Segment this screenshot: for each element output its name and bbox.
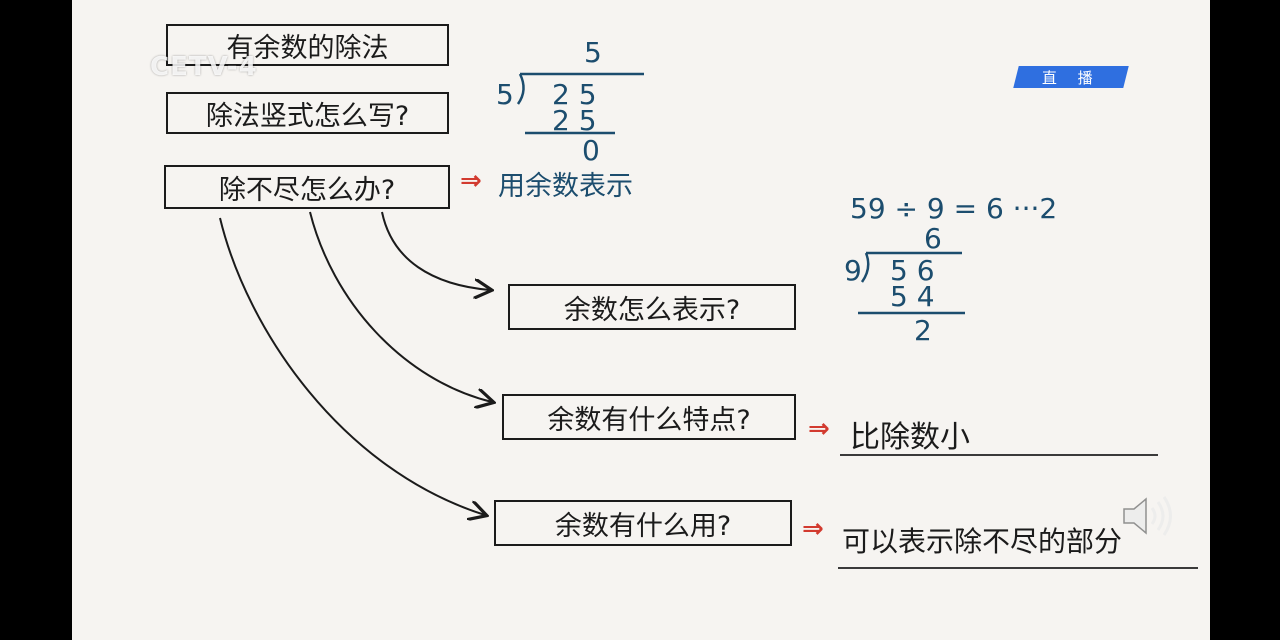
example2-remainder: 2 — [914, 314, 932, 347]
answer-underline-3 — [838, 567, 1198, 569]
example1-divisor: 5 — [496, 78, 514, 111]
example2-divisor: 9 — [844, 254, 862, 287]
question-text-how-express: 余数怎么表示? — [563, 294, 741, 326]
example1-dividend: 2 5 — [552, 78, 597, 111]
red-arrow-1: ⇒ — [460, 166, 482, 196]
channel-logo: CETV-4 — [150, 52, 258, 82]
example2-dividend: 5 6 — [890, 254, 935, 287]
question-text-feature: 余数有什么特点? — [547, 404, 751, 436]
example2-quotient: 6 — [924, 222, 942, 255]
question-box-usage: 余数有什么用? — [494, 500, 792, 546]
title-text: 有余数的除法 — [226, 32, 389, 64]
red-arrow-3: ⇒ — [802, 514, 824, 544]
example1-product: 2 5 — [552, 104, 597, 137]
board-drawings — [219, 72, 965, 640]
red-arrow-2: ⇒ — [808, 414, 830, 444]
speaker-icon-graphic — [1123, 496, 1172, 536]
example2-equation: 59 ÷ 9 = 6 ···2 — [850, 192, 1058, 225]
live-badge-text: 直 播 — [1041, 68, 1101, 87]
answer-smaller-than-divisor: 比除数小 — [850, 420, 970, 455]
answer-express-remainder-part: 可以表示除不尽的部分 — [842, 525, 1123, 558]
division-bracket-2 — [860, 252, 870, 283]
question-box-vertical: 除法竖式怎么写? — [166, 92, 449, 134]
question-box-how-express: 余数怎么表示? — [508, 284, 796, 330]
example1-remainder: 0 — [582, 134, 600, 167]
division-bracket-1 — [516, 73, 525, 105]
answer-underline-2 — [840, 454, 1158, 456]
question-text-vertical: 除法竖式怎么写? — [205, 100, 410, 132]
curve-arrow-3 — [219, 217, 485, 515]
question-box-indivisible: 除不尽怎么办? — [164, 165, 450, 209]
example2-product: 5 4 — [890, 280, 935, 313]
curve-arrow-1 — [381, 211, 490, 290]
question-text-usage: 余数有什么用? — [554, 510, 732, 542]
curve-arrow-2 — [309, 211, 492, 402]
question-text-indivisible: 除不尽怎么办? — [218, 174, 396, 206]
example1-quotient: 5 — [584, 36, 602, 69]
live-badge: 直 播 — [1013, 66, 1129, 88]
title-box: 有余数的除法 — [166, 24, 449, 66]
answer-use-remainder: 用余数表示 — [498, 171, 633, 202]
question-box-feature: 余数有什么特点? — [502, 394, 796, 440]
whiteboard: 有余数的除法 除法竖式怎么写? 除不尽怎么办? ⇒ 用余数表示 余数怎么表示? … — [72, 0, 1210, 640]
speaker-icon[interactable] — [1120, 494, 1178, 538]
